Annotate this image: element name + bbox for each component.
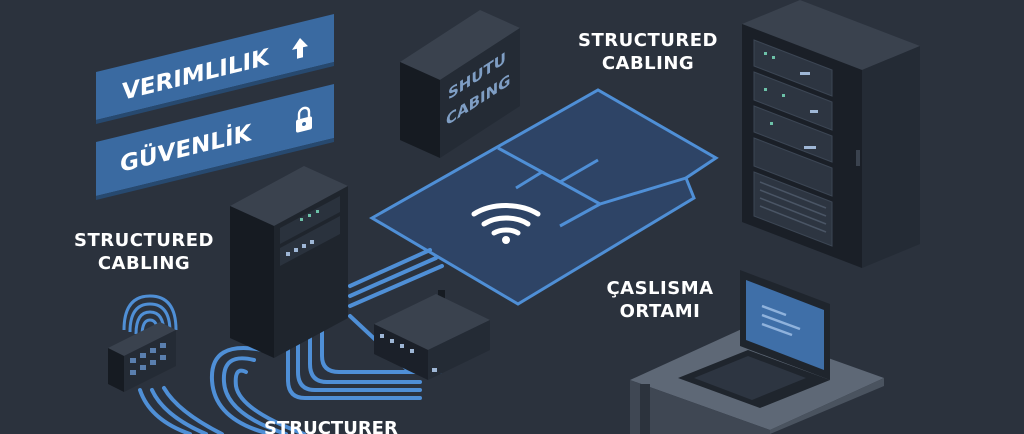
label-left-line1: STRUCTURED [74,230,214,251]
label-workspace: ÇASLISMA ORTAMI [592,278,728,323]
cable-bundle-center [286,248,444,400]
label-bottom: STRUCTURER [264,418,398,434]
security-banner: GÜVENLİK [96,84,334,200]
label-workspace-line1: ÇASLISMA [606,278,714,299]
floor-plan [369,88,719,306]
arrow-up-icon [292,38,308,59]
label-top-line2: CABLING [601,52,695,74]
patch-panel [108,294,178,392]
lock-icon [296,106,312,133]
wall-cabinet: SHUTU CABING [400,10,520,158]
label-structured-cabling-top: STRUCTURED CABLING [570,30,726,75]
wifi-icon [471,203,541,244]
label-structured-cabling-left: STRUCTURED CABLING [66,230,222,275]
label-workspace-line2: ORTAMI [619,300,701,322]
center-rack [230,166,348,358]
cable-bundle-left [138,346,306,434]
server-rack [742,0,920,268]
laptop [678,270,830,408]
label-top-line1: STRUCTURED [578,30,718,51]
network-switch [374,290,490,380]
label-left-line2: CABLING [97,252,191,274]
